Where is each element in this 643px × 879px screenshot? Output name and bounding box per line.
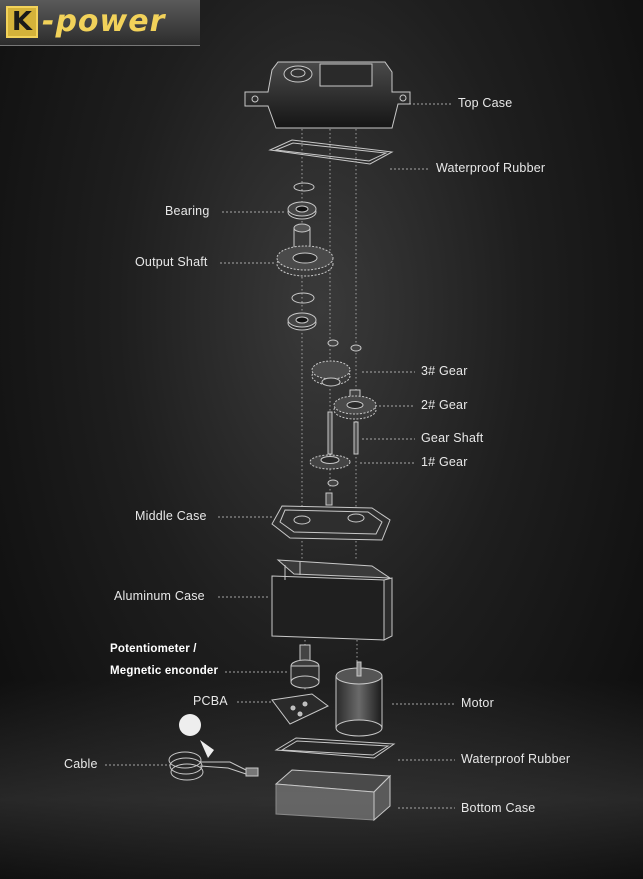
brand-logo: K -power <box>0 0 200 46</box>
clip-ring-part <box>291 292 315 304</box>
bearing-part <box>287 201 317 220</box>
label-motor: Motor <box>461 696 494 710</box>
pcba-part <box>271 693 329 725</box>
label-pcba: PCBA <box>193 694 228 708</box>
label-middle-case: Middle Case <box>135 509 207 523</box>
label-waterproof-rubber-top: Waterproof Rubber <box>436 161 546 175</box>
label-gear1: 1# Gear <box>421 455 468 469</box>
label-gear2: 2# Gear <box>421 398 468 412</box>
label-gear3: 3# Gear <box>421 364 468 378</box>
top-case-part <box>244 61 411 129</box>
waterproof-rubber-top-part <box>268 139 394 165</box>
label-top-case: Top Case <box>458 96 513 110</box>
label-potentiometer-line1: Potentiometer / <box>110 643 197 655</box>
gear2-part <box>333 389 377 420</box>
output-shaft-part <box>276 223 334 277</box>
logo-k-badge: K <box>6 6 38 38</box>
bearing-lower-part <box>287 312 317 331</box>
label-cable: Cable <box>64 757 98 771</box>
motor-part <box>335 661 383 737</box>
gear1-part <box>309 454 351 470</box>
label-aluminum-case: Aluminum Case <box>114 589 205 603</box>
label-potentiometer-line2: Megnetic enconder <box>110 665 219 677</box>
potentiometer-part <box>290 644 320 689</box>
leader-lines <box>105 103 455 809</box>
label-output-shaft: Output Shaft <box>135 255 208 269</box>
waterproof-rubber-bottom-part <box>274 737 396 759</box>
middle-case-part <box>271 492 391 541</box>
washer-part <box>293 182 315 192</box>
cable-part <box>168 714 259 781</box>
gear3-part <box>311 360 351 387</box>
logo-text: -power <box>42 4 166 39</box>
label-gear-shaft: Gear Shaft <box>421 431 484 445</box>
label-bottom-case: Bottom Case <box>461 801 536 815</box>
aluminum-case-part <box>271 559 393 641</box>
label-bearing: Bearing <box>165 204 210 218</box>
bottom-case-part <box>274 769 392 822</box>
gear-shaft-part <box>327 411 333 455</box>
label-waterproof-rubber-bottom: Waterproof Rubber <box>461 752 571 766</box>
